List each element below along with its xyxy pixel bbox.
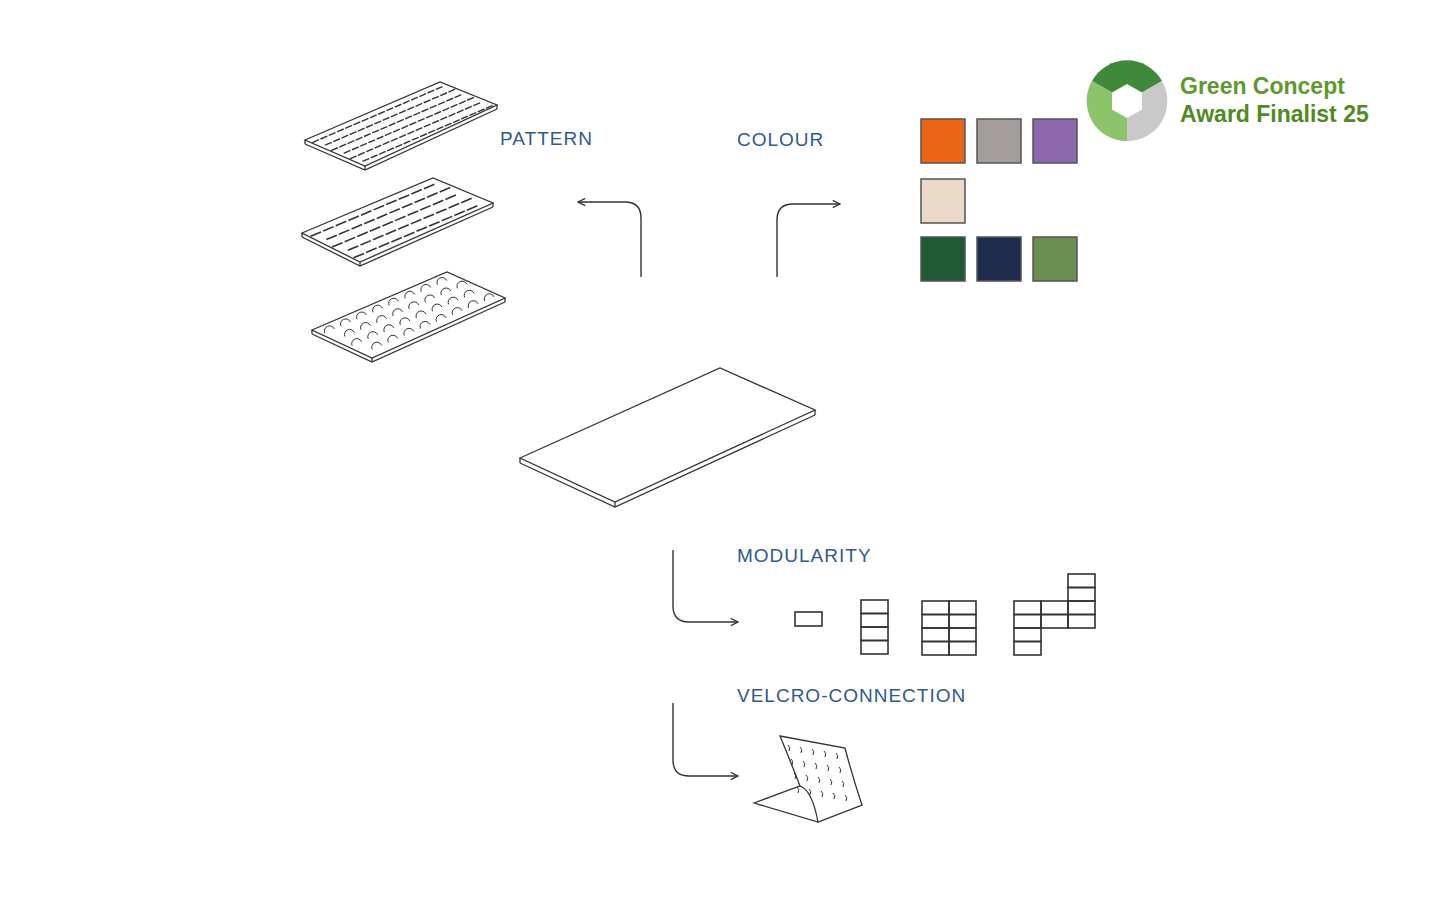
module-cell — [949, 601, 976, 615]
module-cell — [922, 601, 949, 615]
module-cell — [1068, 588, 1095, 602]
modularity-arrow — [673, 550, 738, 622]
module-cell — [949, 628, 976, 642]
pattern-panel — [312, 272, 505, 362]
colour-swatch — [921, 237, 965, 281]
module-cell — [1041, 615, 1068, 629]
velcro-label: VELCRO-CONNECTION — [737, 685, 966, 707]
pattern-arrow — [578, 202, 641, 277]
award-subtitle: Award Finalist 25 — [1180, 101, 1369, 128]
module-cell — [861, 614, 888, 628]
module-cell — [949, 642, 976, 656]
award-title: Green Concept — [1180, 73, 1345, 100]
module-cell — [922, 615, 949, 629]
module-cell — [1014, 601, 1041, 615]
pattern-panel — [302, 178, 493, 266]
module-cell — [1068, 574, 1095, 588]
modularity-label: MODULARITY — [737, 545, 872, 567]
colour-swatch — [977, 237, 1021, 281]
velcro-sketch — [754, 736, 862, 822]
colour-swatch — [977, 119, 1021, 163]
module-single — [795, 612, 822, 626]
base-panel — [520, 368, 815, 507]
colour-swatch — [921, 119, 965, 163]
award-logo — [1087, 60, 1168, 141]
module-cell — [1014, 628, 1041, 642]
colour-swatch — [1033, 119, 1077, 163]
module-cell — [861, 600, 888, 614]
module-cell — [861, 641, 888, 655]
module-cell — [1068, 601, 1095, 615]
module-cell — [861, 627, 888, 641]
colour-swatch — [921, 179, 965, 223]
module-cell — [922, 642, 949, 656]
module-cell — [1041, 601, 1068, 615]
colour-label: COLOUR — [737, 129, 824, 151]
colour-arrow — [777, 204, 840, 277]
pattern-label: PATTERN — [500, 128, 593, 150]
module-cell — [1014, 642, 1041, 656]
velcro-arrow — [673, 703, 738, 776]
module-cell — [1014, 615, 1041, 629]
module-cell — [949, 615, 976, 629]
module-cell — [1068, 615, 1095, 629]
colour-swatch — [1033, 237, 1077, 281]
pattern-panel — [305, 82, 497, 170]
module-cell — [922, 628, 949, 642]
